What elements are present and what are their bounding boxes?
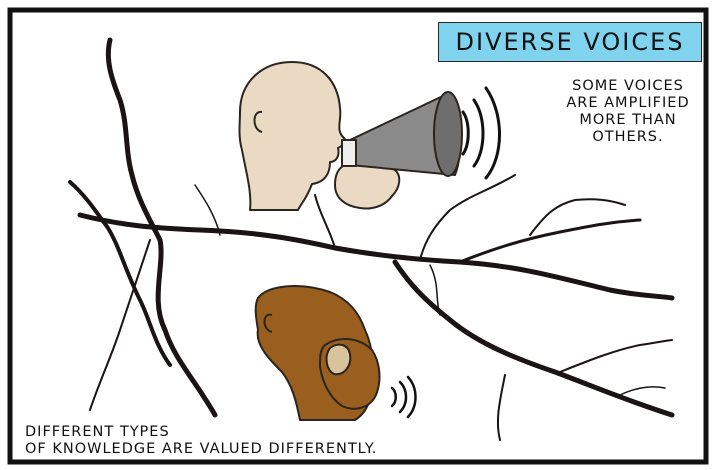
crack-thin-4	[496, 374, 506, 441]
crack-right-mid	[458, 218, 642, 264]
caption-top-line-2: ARE AMPLIFIED	[566, 95, 690, 111]
crack-left-branch	[68, 180, 172, 367]
crack-thin-2	[419, 174, 516, 261]
megaphone-bell	[433, 91, 463, 177]
crack-thin-1	[314, 194, 336, 249]
quiet-sound-waves	[390, 375, 417, 419]
crack-thin-9	[429, 264, 441, 316]
crack-left-vertical	[105, 37, 218, 418]
caption-top-line-1: SOME VOICES	[572, 78, 684, 94]
light-head	[238, 61, 347, 211]
caption-bottom: DIFFERENT TYPES OF KNOWLEDGE ARE VALUED …	[25, 424, 505, 458]
caption-top: SOME VOICES ARE AMPLIFIED MORE THAN OTHE…	[548, 78, 708, 146]
title-text: DIVERSE VOICES	[455, 28, 685, 56]
caption-bottom-line-1: DIFFERENT TYPES	[25, 424, 170, 440]
crack-lower-right	[392, 259, 675, 418]
quiet-speaker	[254, 285, 381, 421]
panel-frame	[7, 7, 709, 465]
dark-ear	[263, 313, 273, 333]
loud-sound-waves	[461, 86, 501, 180]
crack-thin-7	[619, 386, 666, 396]
amplified-speaker	[238, 61, 463, 211]
light-ear	[253, 110, 263, 133]
title-banner: DIVERSE VOICES	[438, 22, 702, 62]
crack-thin-6	[559, 339, 673, 373]
crack-thin-5	[89, 239, 151, 411]
ground-cracks	[68, 37, 675, 441]
megaphone-mouthpiece	[341, 139, 357, 167]
caption-top-line-4: OTHERS.	[592, 129, 664, 145]
crack-thin-3	[529, 198, 626, 236]
caption-top-line-3: MORE THAN	[579, 112, 677, 128]
crack-thin-8	[194, 184, 221, 236]
crack-main-horizontal	[77, 212, 675, 301]
caption-bottom-line-2: OF KNOWLEDGE ARE VALUED DIFFERENTLY.	[25, 441, 378, 457]
dark-mouth	[325, 343, 352, 376]
